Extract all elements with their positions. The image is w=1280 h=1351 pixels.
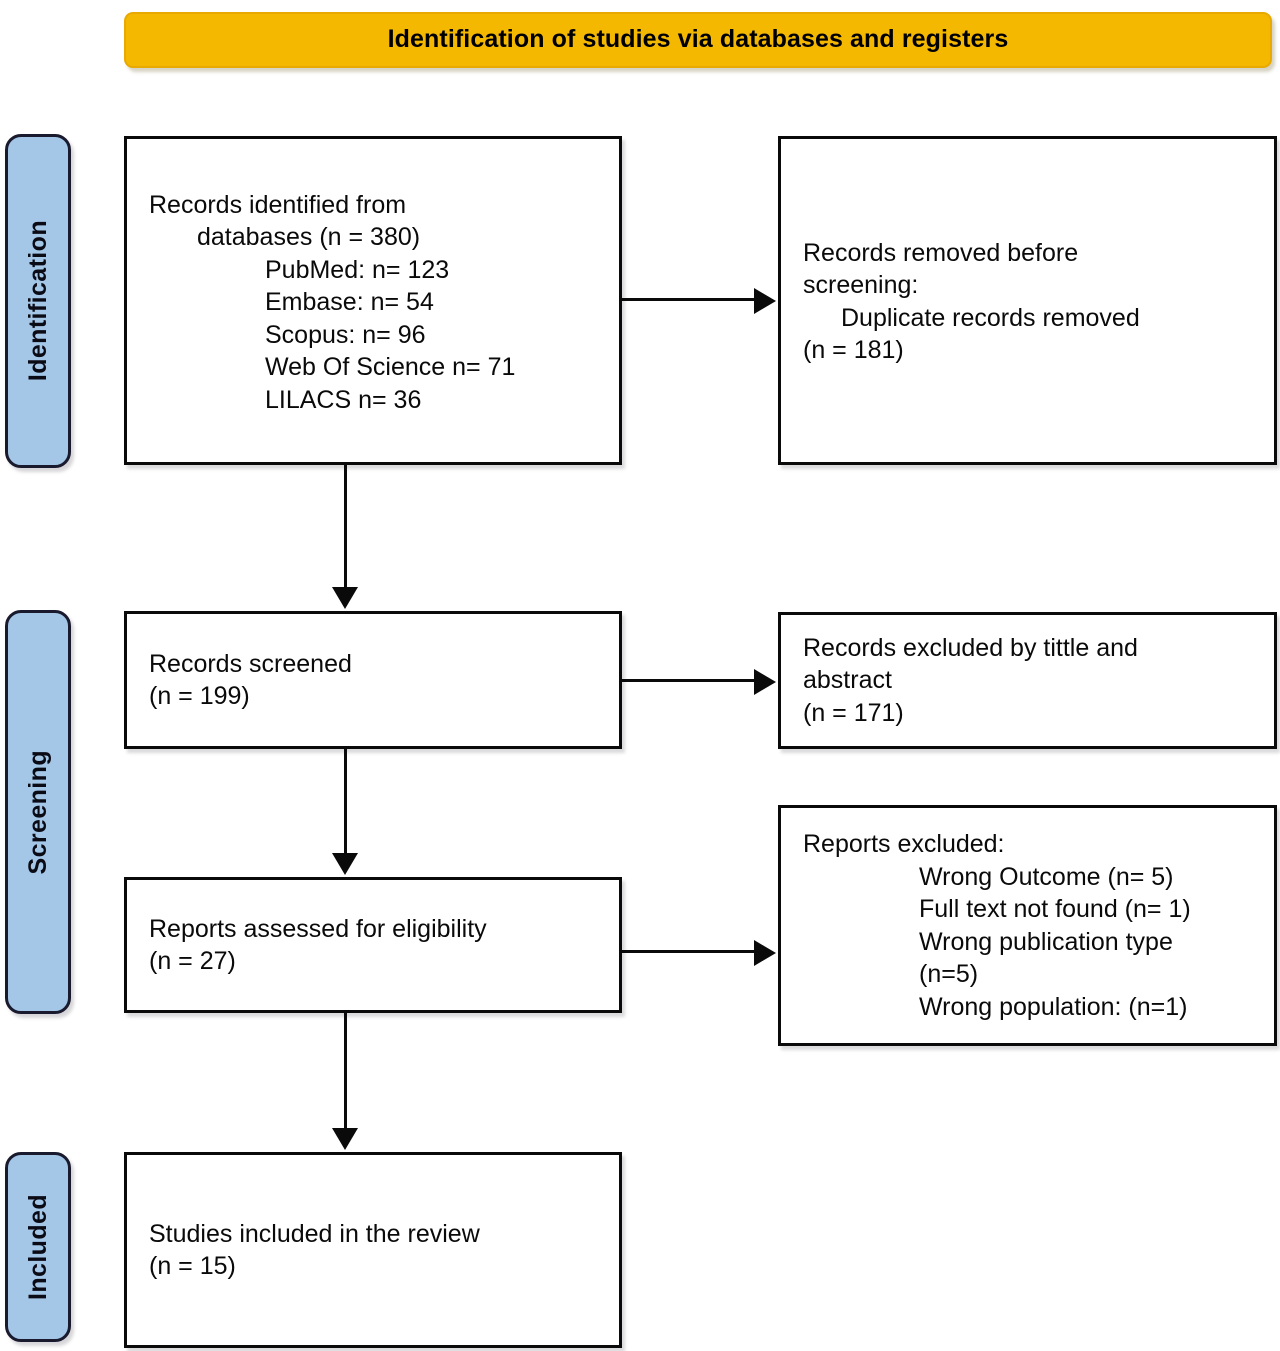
box-records-removed-content: Records removed before screening: Duplic… — [781, 235, 1274, 367]
records-removed-count: (n = 181) — [803, 336, 904, 364]
banner-identification-header: Identification of studies via databases … — [124, 12, 1272, 68]
records-removed-duplicates: Duplicate records removed — [841, 303, 1140, 332]
arrow-screened-to-excluded-head-icon — [754, 669, 776, 695]
records-identified-pubmed: PubMed: n= 123 — [265, 255, 450, 284]
box-records-removed-before-screening: Records removed before screening: Duplic… — [778, 136, 1277, 465]
records-excluded-line-2: abstract — [803, 666, 892, 695]
box-records-screened-content: Records screened (n = 199) — [127, 648, 619, 713]
arrow-screened-to-excluded-line — [622, 679, 756, 682]
records-removed-line-1-italic: before — [1007, 238, 1079, 267]
box-reports-excluded-content: Reports excluded: Wrong Outcome (n= 5) F… — [781, 828, 1274, 1023]
stage-label-included: Included — [5, 1152, 71, 1342]
arrow-assessed-to-reports-excluded-line — [622, 950, 756, 953]
records-screened-label: Records screened — [149, 649, 352, 678]
stage-included-text: Included — [23, 1194, 52, 1300]
box-records-excluded-content: Records excluded by tittle and abstract … — [781, 632, 1274, 730]
box-records-excluded-title-abstract: Records excluded by tittle and abstract … — [778, 612, 1277, 749]
records-excluded-count: (n = 171) — [803, 698, 904, 727]
box-studies-included-content: Studies included in the review (n = 15) — [127, 1218, 619, 1283]
box-studies-included: Studies included in the review (n = 15) — [124, 1152, 622, 1348]
reports-excluded-wrong-population: Wrong population: (n=1) — [919, 992, 1188, 1021]
records-identified-web-of-science: Web Of Science n= 71 — [265, 353, 516, 382]
records-identified-scopus: Scopus: n= 96 — [265, 320, 426, 349]
stage-label-screening: Screening — [5, 610, 71, 1014]
arrow-assessed-to-included-head-icon — [332, 1128, 358, 1150]
reports-excluded-wrong-outcome: Wrong Outcome (n= 5) — [919, 862, 1174, 891]
stage-label-identification: Identification — [5, 134, 71, 468]
reports-assessed-label: Reports assessed for eligibility — [149, 914, 487, 943]
reports-excluded-wrong-publication-type: Wrong publication type — [919, 927, 1173, 956]
records-identified-embase: Embase: n= 54 — [265, 288, 434, 317]
records-removed-line-1: Records removed before — [803, 237, 1252, 270]
box-records-screened: Records screened (n = 199) — [124, 611, 622, 749]
reports-assessed-count: (n = 27) — [149, 947, 236, 975]
arrow-identified-to-removed-line — [622, 298, 756, 301]
records-identified-line-2: databases (n = 380) — [197, 223, 421, 252]
arrow-identified-to-screened-head-icon — [332, 587, 358, 609]
box-records-identified-content: Records identified from databases (n = 3… — [127, 185, 619, 417]
arrow-identified-to-removed-head-icon — [754, 288, 776, 314]
arrow-assessed-to-included-line — [344, 1013, 347, 1130]
box-reports-assessed-eligibility: Reports assessed for eligibility (n = 27… — [124, 877, 622, 1013]
box-records-identified: Records identified from databases (n = 3… — [124, 136, 622, 465]
box-reports-assessed-content: Reports assessed for eligibility (n = 27… — [127, 913, 619, 978]
stage-identification-text: Identification — [23, 220, 52, 382]
records-removed-line-2-italic: screening — [803, 271, 912, 299]
records-removed-line-2-plain: : — [911, 271, 919, 299]
studies-included-label: Studies included in the review — [149, 1219, 480, 1248]
arrow-assessed-to-reports-excluded-head-icon — [754, 940, 776, 966]
records-identified-line-1: Records identified from — [149, 190, 407, 219]
banner-title: Identification of studies via databases … — [387, 25, 1009, 54]
reports-excluded-full-text-not-found: Full text not found (n= 1) — [919, 895, 1191, 923]
records-screened-count: (n = 199) — [149, 682, 250, 710]
stage-screening-text: Screening — [23, 749, 52, 875]
box-reports-excluded: Reports excluded: Wrong Outcome (n= 5) F… — [778, 805, 1277, 1046]
arrow-screened-to-assessed-line — [344, 749, 347, 855]
records-excluded-line-1: Records excluded by tittle and — [803, 633, 1138, 662]
studies-included-count: (n = 15) — [149, 1252, 236, 1280]
reports-excluded-wrong-publication-type-count: (n=5) — [919, 960, 979, 988]
records-removed-line-2: screening: — [803, 269, 1252, 302]
reports-excluded-title: Reports excluded: — [803, 830, 1005, 858]
records-identified-lilacs: LILACS n= 36 — [265, 385, 422, 414]
arrow-identified-to-screened-line — [344, 465, 347, 589]
arrow-screened-to-assessed-head-icon — [332, 853, 358, 875]
records-removed-line-1-plain: Records removed — [803, 238, 1008, 267]
